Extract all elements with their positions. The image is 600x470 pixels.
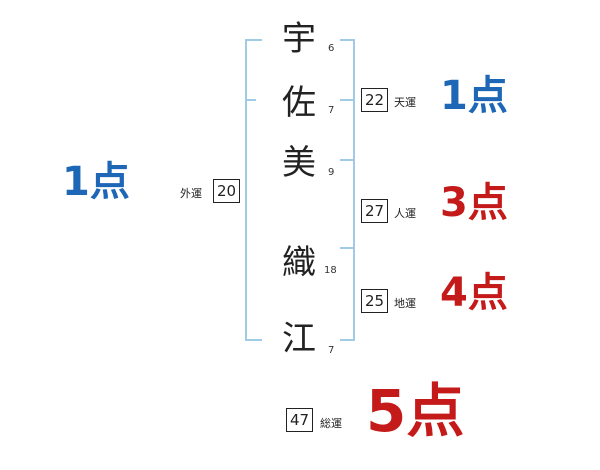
name-char-4: 織 (282, 243, 316, 283)
stroke-count-1: 6 (328, 43, 335, 54)
stroke-count-2: 7 (328, 105, 335, 116)
person-bracket (340, 99, 355, 249)
tenun-score: 1点 (440, 73, 508, 119)
gaiun-value-box: 20 (213, 179, 240, 203)
souun-value-box: 47 (286, 408, 313, 432)
chiun-label: 地運 (394, 297, 416, 310)
name-char-1: 宇 (282, 19, 316, 59)
tenun-value-box: 22 (361, 88, 388, 112)
stroke-count-4: 18 (324, 265, 337, 276)
jinun-score: 3点 (440, 180, 508, 226)
outer-bracket (245, 39, 262, 341)
jinun-label: 人運 (394, 207, 416, 220)
name-char-5: 江 (282, 319, 316, 359)
gaiun-score: 1点 (62, 159, 130, 205)
name-char-3: 美 (282, 143, 316, 183)
tenun-label: 天運 (394, 96, 416, 109)
jinun-value-box: 27 (361, 199, 388, 223)
gaiun-label: 外運 (180, 187, 202, 200)
souun-score: 5点 (366, 377, 465, 445)
stroke-count-5: 7 (328, 345, 335, 356)
stroke-count-3: 9 (328, 167, 335, 178)
souun-label: 総運 (320, 417, 342, 430)
chiun-value-box: 25 (361, 289, 388, 313)
earth-bracket (340, 247, 355, 341)
name-char-2: 佐 (282, 83, 316, 123)
chiun-score: 4点 (440, 270, 508, 316)
